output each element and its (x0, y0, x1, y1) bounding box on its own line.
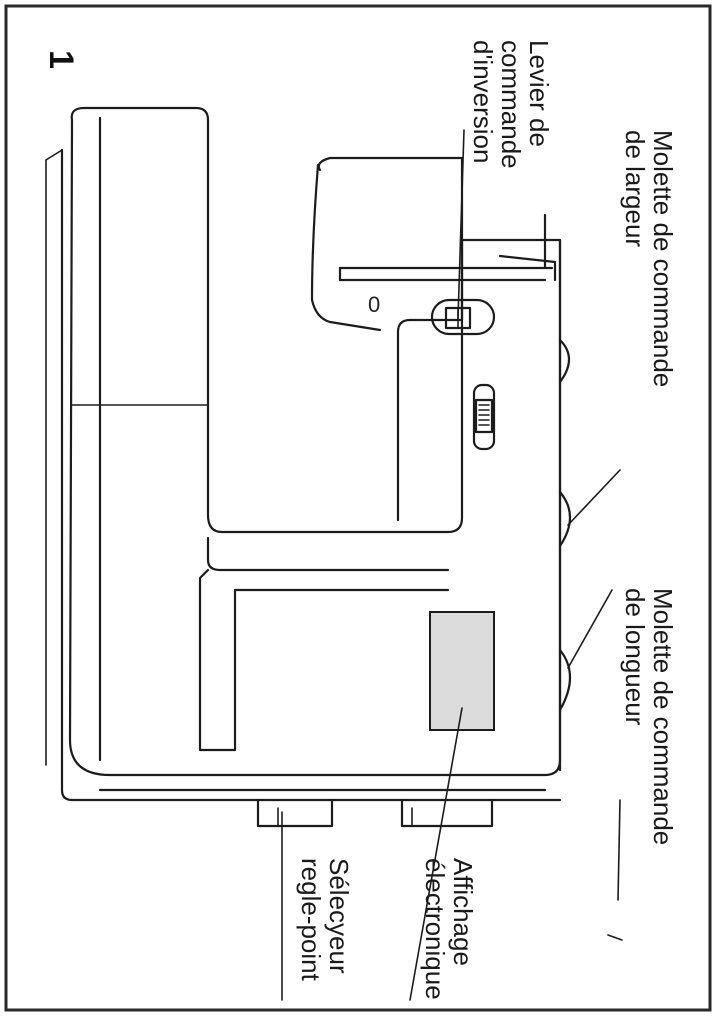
display-knob[interactable] (400, 798, 494, 828)
label-width-dial: Molette de commande de largeur (620, 130, 678, 387)
svg-text:Molette de commande: Molette de commande (648, 588, 678, 845)
stitch-selector-knob[interactable] (256, 798, 334, 828)
length-dial[interactable] (558, 648, 571, 712)
label-length-dial: Molette de commande de longueur (620, 588, 678, 845)
svg-text:commande: commande (496, 40, 526, 169)
svg-text:de largeur: de largeur (620, 130, 650, 247)
svg-text:d'inversion: d'inversion (468, 40, 498, 163)
svg-text:Affichage: Affichage (448, 858, 478, 966)
zero-mark: 0 (368, 292, 380, 317)
width-dial[interactable] (558, 490, 572, 548)
top-dial[interactable] (558, 338, 571, 384)
svg-text:Sélecyeur: Sélecyeur (324, 858, 354, 974)
machine-body (45, 106, 562, 802)
slider-indicator (472, 383, 496, 451)
label-stitch-selector: Sélecyeur regle-point (296, 858, 354, 982)
svg-text:électronique: électronique (420, 858, 450, 1000)
leader-lines (281, 129, 623, 1001)
svg-text:de longueur: de longueur (620, 588, 650, 726)
figure-number: 1 (42, 50, 80, 69)
page-frame (4, 4, 712, 1012)
svg-text:Molette de commande: Molette de commande (648, 130, 678, 387)
label-inversion-lever: Levier de commande d'inversion (468, 40, 554, 169)
svg-text:1: 1 (42, 50, 80, 69)
label-electronic-display: Affichage électronique (420, 858, 478, 1000)
svg-text:Levier de: Levier de (524, 40, 554, 147)
svg-text:regle-point: regle-point (296, 858, 326, 982)
